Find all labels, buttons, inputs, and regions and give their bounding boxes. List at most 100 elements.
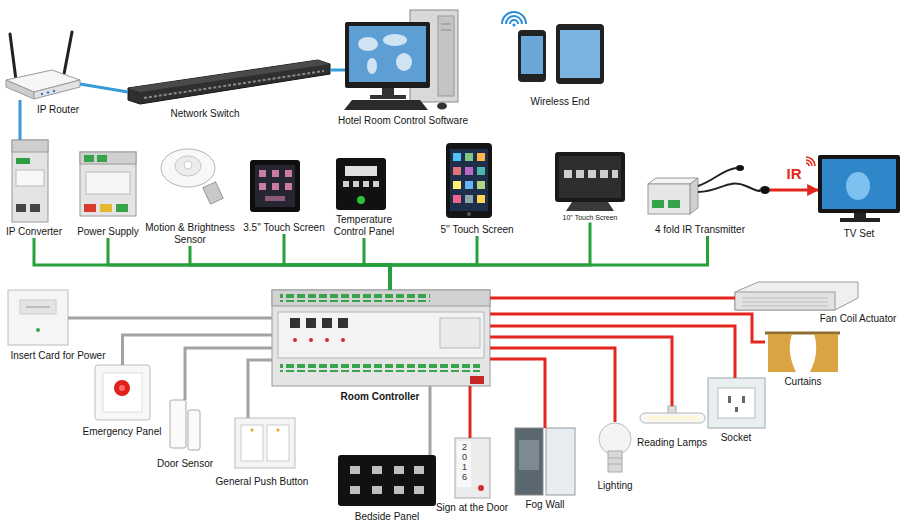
device-node: Socket (708, 378, 765, 428)
device-node: Lighting (598, 422, 632, 474)
card-switch-drawing (8, 290, 68, 345)
computer-drawing-part (382, 88, 394, 96)
device-node: Insert Card for Power (8, 290, 68, 345)
card-switch-drawing-part (26, 307, 50, 308)
ip-converter-drawing-part (16, 170, 44, 186)
push-button-drawing-part (241, 425, 263, 461)
power-supply-drawing-part (84, 155, 94, 162)
room-controller-drawing-part (322, 318, 332, 328)
small-touch-screen-drawing-part (285, 183, 292, 190)
ip-converter-drawing-part (16, 158, 30, 164)
large-touch-screen-drawing-part (588, 170, 596, 178)
small-touch-screen-drawing-part (255, 165, 295, 207)
ir-signal-symbol-part (806, 157, 815, 166)
curtains-drawing-part (810, 334, 838, 372)
device-node: Motion & Brightness Sensor (143, 148, 238, 246)
bedside-panel-drawing-part (414, 486, 424, 494)
computer-drawing-part (438, 16, 454, 96)
tv-drawing (818, 155, 900, 222)
emergency-panel-drawing-part (95, 365, 150, 420)
bulb-drawing-part (608, 464, 622, 465)
device-label: Socket (721, 432, 752, 444)
large-touch-screen-drawing-part (564, 170, 572, 178)
device-node: Door Sensor (170, 400, 200, 452)
computer-drawing-part (370, 95, 406, 99)
device-node: Hotel Room Control Software (345, 10, 460, 112)
push-button-drawing-part (267, 425, 289, 461)
device-node: IP Router (6, 30, 80, 100)
room-controller-drawing-part (272, 290, 490, 306)
device-node: Room Controller (272, 290, 490, 386)
power-supply-drawing-part (80, 152, 136, 216)
socket-drawing-part (708, 378, 765, 428)
ir-transmitter-drawing-part (668, 200, 680, 208)
device-node: Network Switch (128, 60, 330, 120)
room-controller-drawing-part (278, 312, 484, 358)
device-label: Reading Lamps (637, 437, 707, 449)
wire (469, 386, 472, 438)
computer-drawing-part (383, 34, 407, 46)
computer-drawing-part (344, 100, 428, 110)
device-node: TV Set (818, 155, 900, 240)
device-label: Network Switch (171, 108, 240, 120)
device-node: Sign at the Door (455, 438, 490, 498)
wire (248, 360, 272, 418)
large-touch-screen-drawing-part (566, 202, 614, 211)
door-sign-drawing-part (478, 485, 484, 491)
bedside-panel-drawing-part (350, 466, 360, 474)
fan-coil-drawing-part (742, 306, 828, 307)
medium-touch-screen-drawing-part (453, 181, 461, 189)
fan-coil-drawing-part (735, 282, 858, 310)
device-label: Hotel Room Control Software (338, 115, 468, 127)
door-sensor-drawing-part (188, 410, 200, 450)
push-button-drawing (235, 418, 295, 468)
room-controller-drawing (272, 290, 490, 386)
bedside-panel-drawing-part (338, 455, 436, 506)
wire (490, 326, 735, 378)
router-drawing-part (41, 93, 43, 95)
bedside-panel-drawing-part (394, 466, 404, 474)
device-node: Curtains (765, 330, 840, 372)
room-controller-drawing-part (470, 376, 484, 384)
device-node: Fan Coil Actuator (735, 282, 858, 310)
large-touch-screen-drawing-part (559, 156, 621, 198)
wire (190, 246, 390, 290)
router-drawing-part (10, 34, 16, 80)
large-touch-screen-drawing-part (555, 152, 625, 202)
device-label: 4 fold IR Transmitter (655, 224, 745, 236)
small-touch-screen-drawing (250, 160, 300, 212)
socket-drawing-part (718, 388, 755, 418)
large-touch-screen-drawing-part (576, 170, 584, 178)
device-node: 4 fold IR Transmitter (645, 176, 770, 236)
temperature-panel-drawing-part (357, 196, 365, 204)
wire (770, 189, 818, 192)
bulb-drawing-part (608, 458, 622, 459)
small-touch-screen-drawing-part (272, 183, 279, 190)
push-button-drawing-part (277, 429, 280, 432)
curtains-drawing-part (768, 334, 796, 372)
medium-touch-screen-drawing-part (477, 153, 485, 161)
wireless-devices-drawing-part (560, 30, 600, 78)
medium-touch-screen-drawing-part (453, 153, 461, 161)
emergency-panel-drawing-part (119, 385, 125, 391)
large-touch-screen-drawing-part (612, 170, 618, 178)
bedside-panel-drawing (338, 455, 436, 506)
fog-wall-drawing-part (519, 440, 539, 470)
medium-touch-screen-drawing-part (453, 167, 461, 175)
room-controller-drawing-part (338, 318, 348, 328)
computer-drawing-part (441, 30, 451, 31)
device-node: Bedside Panel (338, 455, 436, 506)
wireless-devices-drawing-part (506, 16, 522, 24)
wire (330, 69, 345, 72)
power-supply-drawing-part (80, 152, 136, 164)
device-node: Wireless End (508, 5, 605, 108)
wire (19, 100, 22, 140)
ir-transmitter-drawing-part (698, 184, 760, 192)
motion-sensor-drawing-part (161, 149, 215, 187)
room-controller-drawing-part (440, 318, 480, 348)
wireless-devices-drawing-part (556, 24, 604, 84)
device-label: Room Controller (341, 391, 420, 403)
medium-touch-screen-drawing (446, 143, 492, 218)
medium-touch-screen-drawing-part (465, 153, 473, 161)
